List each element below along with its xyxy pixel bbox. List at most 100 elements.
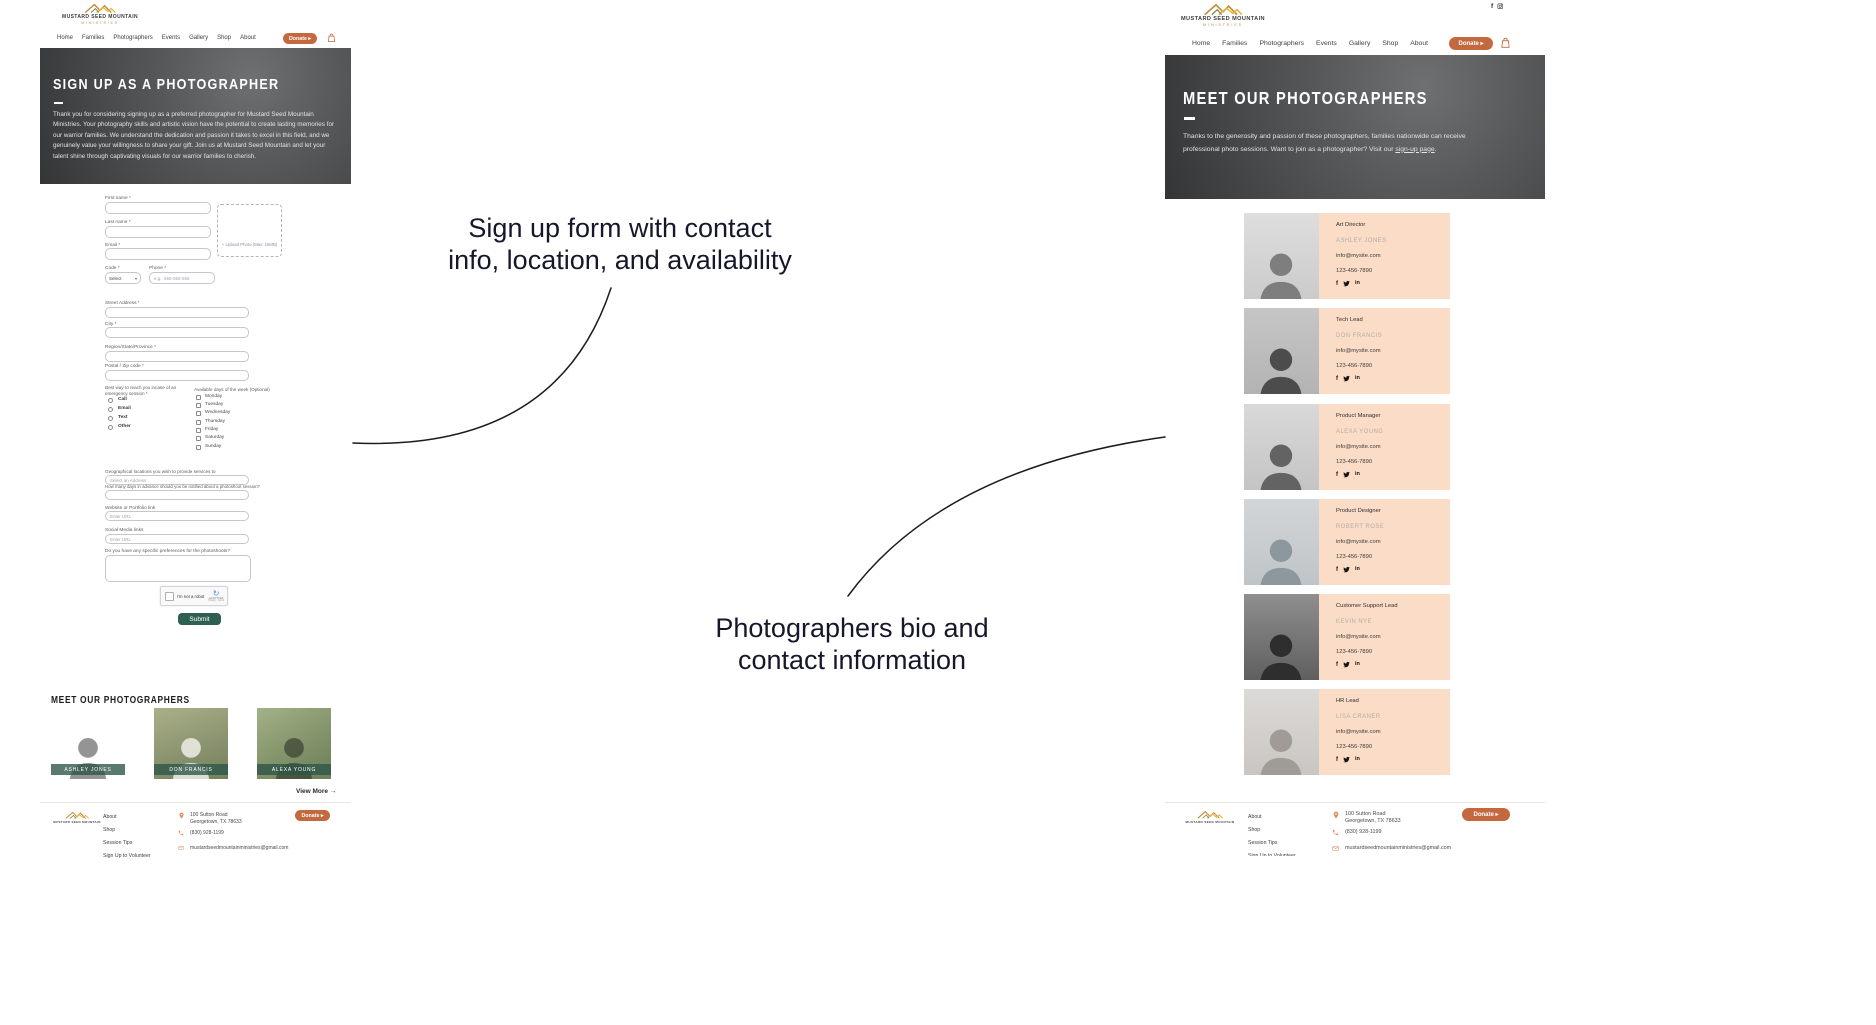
cart-icon[interactable] <box>1499 36 1512 50</box>
card-phone[interactable]: 123-456-7890 <box>1336 363 1373 369</box>
view-more-link[interactable]: View More → <box>296 788 337 795</box>
twitter-icon[interactable] <box>1343 280 1350 287</box>
footer-donate-button[interactable]: Donate ▸ <box>1462 808 1510 821</box>
recaptcha-widget[interactable]: I'm not a robot ↻ reCAPTCHA Privacy - Te… <box>160 586 228 606</box>
facebook-icon[interactable]: f <box>1336 756 1338 763</box>
last-name-input[interactable] <box>105 226 211 238</box>
card-email[interactable]: info@mysite.com <box>1336 729 1381 735</box>
website-input[interactable] <box>105 511 249 521</box>
linkedin-icon[interactable]: in <box>1355 660 1360 667</box>
facebook-icon[interactable]: f <box>1336 280 1338 287</box>
checkbox-tuesday[interactable] <box>196 403 201 408</box>
card-phone[interactable]: 123-456-7890 <box>1336 459 1373 465</box>
geo-input[interactable] <box>105 475 249 485</box>
facebook-icon[interactable]: f <box>1491 3 1494 10</box>
footer-link-about[interactable]: About <box>1248 814 1262 820</box>
cart-icon[interactable] <box>326 32 337 44</box>
nav-shop[interactable]: Shop <box>217 35 232 41</box>
photographer-card-5[interactable]: Customer Support Lead KEVIN NYE info@mys… <box>1319 594 1450 680</box>
footer-logo[interactable]: MUSTARD SEED MOUNTAIN <box>1185 809 1235 824</box>
region-input[interactable] <box>105 351 249 362</box>
social-links-input[interactable] <box>105 534 249 544</box>
nav-photographers[interactable]: Photographers <box>1259 40 1305 47</box>
linkedin-icon[interactable]: in <box>1355 470 1360 477</box>
linkedin-icon[interactable]: in <box>1355 374 1360 381</box>
linkedin-icon[interactable]: in <box>1355 565 1360 572</box>
footer-link-session-tips[interactable]: Session Tips <box>103 840 133 846</box>
donate-button[interactable]: Donate ▸ <box>1449 37 1493 50</box>
card-email[interactable]: info@mysite.com <box>1336 444 1381 450</box>
nav-home[interactable]: Home <box>57 35 74 41</box>
nav-events[interactable]: Events <box>161 35 181 41</box>
facebook-icon[interactable]: f <box>1336 471 1338 478</box>
submit-button[interactable]: Submit <box>178 613 221 625</box>
country-code-select[interactable]: Select ▾ <box>105 272 141 284</box>
checkbox-saturday[interactable] <box>196 436 201 441</box>
footer-phone[interactable]: (830) 928-1199 <box>190 830 224 836</box>
nav-about[interactable]: About <box>240 35 256 41</box>
checkbox-wednesday[interactable] <box>196 411 201 416</box>
nav-shop[interactable]: Shop <box>1382 40 1399 47</box>
photographer-card-2[interactable]: Tech Lead DON FRANCIS info@mysite.com 12… <box>1319 308 1450 394</box>
nav-events[interactable]: Events <box>1316 40 1337 47</box>
nav-about[interactable]: About <box>1410 40 1428 47</box>
street-input[interactable] <box>105 307 249 318</box>
nav-photographers[interactable]: Photographers <box>113 35 153 41</box>
photographer-card-4[interactable]: Product Designer ROBERT ROSE info@mysite… <box>1319 499 1450 585</box>
footer-link-volunteer[interactable]: Sign Up to Volunteer <box>103 853 151 859</box>
card-email[interactable]: info@mysite.com <box>1336 253 1381 259</box>
twitter-icon[interactable] <box>1343 471 1350 478</box>
card-phone[interactable]: 123-456-7890 <box>1336 649 1373 655</box>
footer-phone[interactable]: (830) 928-1199 <box>1345 829 1382 835</box>
photographer-photo-3[interactable]: ALEXA YOUNG <box>257 708 331 779</box>
footer-link-session-tips[interactable]: Session Tips <box>1248 840 1278 846</box>
recaptcha-checkbox[interactable] <box>165 591 174 601</box>
checkbox-monday[interactable] <box>196 395 201 400</box>
nav-families[interactable]: Families <box>1222 40 1248 47</box>
card-email[interactable]: info@mysite.com <box>1336 348 1381 354</box>
preferences-textarea[interactable] <box>105 555 251 582</box>
photographer-photo-1[interactable]: ASHLEY JONES <box>51 708 125 779</box>
facebook-icon[interactable]: f <box>1336 566 1338 573</box>
nav-gallery[interactable]: Gallery <box>1348 40 1371 47</box>
photo-upload-box[interactable]: + Upload Photo (Max: 15MB) <box>217 204 282 257</box>
linkedin-icon[interactable]: in <box>1355 755 1360 762</box>
footer-link-about[interactable]: About <box>103 814 117 820</box>
instagram-icon[interactable] <box>1497 3 1504 10</box>
footer-link-volunteer[interactable]: Sign Up to Volunteer <box>1248 853 1296 856</box>
radio-email[interactable] <box>108 407 113 412</box>
card-phone[interactable]: 123-456-7890 <box>1336 554 1373 560</box>
twitter-icon[interactable] <box>1343 661 1350 668</box>
footer-donate-button[interactable]: Donate ▸ <box>295 810 330 821</box>
photographer-card-1[interactable]: Art Director ASHLEY JONES info@mysite.co… <box>1319 213 1450 299</box>
donate-button[interactable]: Donate ▸ <box>283 33 317 44</box>
radio-other[interactable] <box>108 425 113 430</box>
nav-families[interactable]: Families <box>82 35 105 41</box>
city-input[interactable] <box>105 327 249 338</box>
site-logo[interactable]: MUSTARD SEED MOUNTAIN MINISTRIES <box>57 2 143 25</box>
first-name-input[interactable] <box>105 202 211 214</box>
checkbox-thursday[interactable] <box>196 420 201 425</box>
card-email[interactable]: info@mysite.com <box>1336 634 1381 640</box>
card-email[interactable]: info@mysite.com <box>1336 539 1381 545</box>
footer-link-shop[interactable]: Shop <box>103 827 116 833</box>
photographer-card-3[interactable]: Product Manager ALEXA YOUNG info@mysite.… <box>1319 404 1450 490</box>
footer-email[interactable]: mustardseedmountainministries@gmail.com <box>1345 845 1452 851</box>
footer-link-shop[interactable]: Shop <box>1248 827 1261 833</box>
photographer-card-6[interactable]: HR Lead LISA CRANER info@mysite.com 123-… <box>1319 689 1450 775</box>
twitter-icon[interactable] <box>1343 375 1350 382</box>
facebook-icon[interactable]: f <box>1336 661 1338 668</box>
footer-email[interactable]: mustardseedmountainministries@gmail.com <box>190 845 289 851</box>
nav-gallery[interactable]: Gallery <box>189 35 209 41</box>
twitter-icon[interactable] <box>1343 756 1350 763</box>
card-phone[interactable]: 123-456-7890 <box>1336 268 1373 274</box>
checkbox-sunday[interactable] <box>196 445 201 450</box>
radio-text[interactable] <box>108 416 113 421</box>
twitter-icon[interactable] <box>1343 566 1350 573</box>
notice-input[interactable] <box>105 490 249 500</box>
postal-input[interactable] <box>105 370 249 381</box>
card-phone[interactable]: 123-456-7890 <box>1336 744 1373 750</box>
radio-call[interactable] <box>108 398 113 403</box>
email-input[interactable] <box>105 248 211 260</box>
linkedin-icon[interactable]: in <box>1355 279 1360 286</box>
